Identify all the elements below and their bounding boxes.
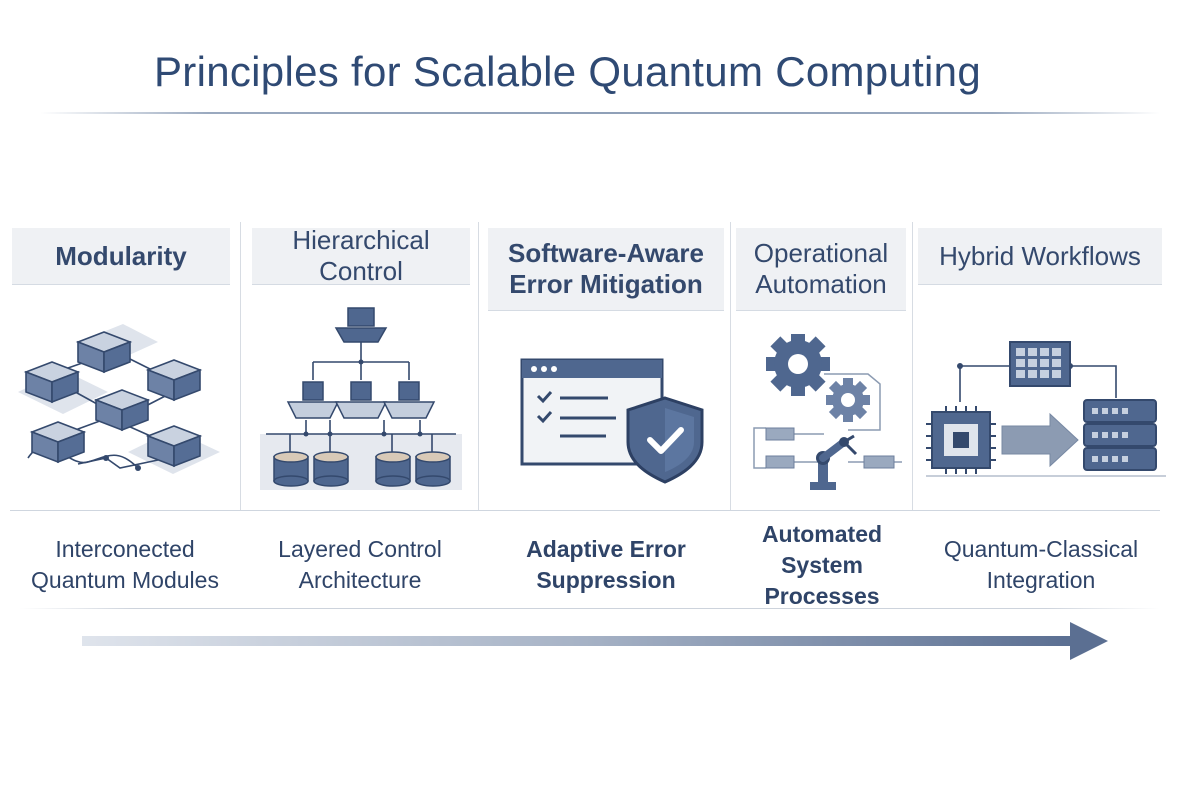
diagram-title: Principles for Scalable Quantum Computin… xyxy=(153,48,982,95)
column-divider xyxy=(240,222,241,510)
column-divider xyxy=(478,222,479,510)
caption-error-mitigation: Adaptive Error Suppression xyxy=(526,536,686,593)
software-shield-check-icon xyxy=(520,358,704,484)
title-underline xyxy=(40,112,1160,114)
heading-operational-automation: Operational Automation xyxy=(736,228,906,311)
caption-operational-automation: Automated System Processes xyxy=(761,520,883,609)
heading-modularity: Modularity xyxy=(12,228,230,285)
caption-modularity: Interconected Quantum Modules xyxy=(31,536,219,593)
heading-software-aware-error-mitigation: Software-Aware Error Mitigation xyxy=(488,228,724,311)
caption-hybrid-workflows: Quantum-Classical Integration xyxy=(943,536,1139,593)
interconnected-modules-icon xyxy=(18,324,220,474)
heading-hierarchical-control: Hierarchical Control xyxy=(252,225,470,286)
column-divider xyxy=(912,222,913,510)
column-divider xyxy=(730,222,731,510)
progression-arrow-icon xyxy=(82,622,1108,660)
caption-hierarchical-control: Layered Control Architecture xyxy=(278,536,442,593)
heading-hybrid-workflows: Hybrid Workflows xyxy=(918,228,1162,285)
gears-robot-arm-icon xyxy=(753,334,902,490)
chip-to-server-icon xyxy=(926,341,1166,477)
caption-divider xyxy=(20,608,1160,609)
hierarchy-tree-icon xyxy=(260,307,462,490)
section-divider xyxy=(10,510,1160,511)
